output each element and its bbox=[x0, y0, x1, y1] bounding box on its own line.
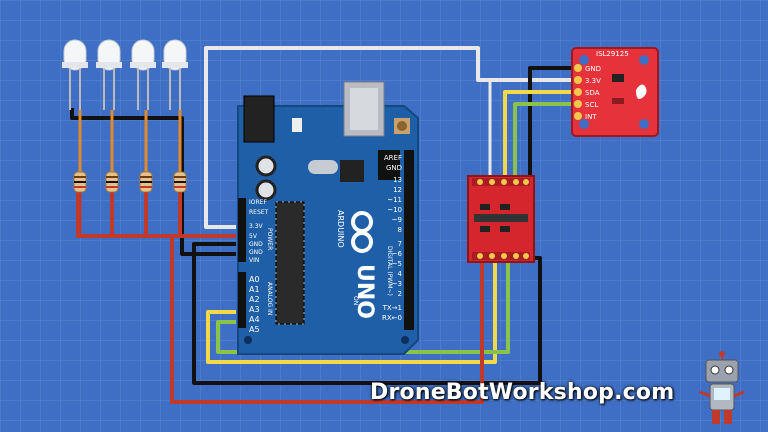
pin-d11: ~11 bbox=[387, 196, 402, 204]
pin-a5: A5 bbox=[249, 325, 260, 334]
pin-gnd-1: GND bbox=[249, 241, 263, 248]
power-pin-labels: IOREF RESET 3.3V 5V GND GND VIN bbox=[249, 199, 269, 264]
sensor-name: ISL29125 bbox=[596, 50, 629, 58]
digital-header bbox=[404, 150, 414, 330]
pin-5v: 5V bbox=[249, 233, 258, 240]
analog-header bbox=[238, 272, 246, 328]
icsp-header bbox=[378, 150, 400, 180]
capacitor-1 bbox=[255, 155, 277, 177]
led-group bbox=[62, 39, 188, 110]
pin-d5: ~5 bbox=[392, 260, 402, 268]
crystal bbox=[308, 160, 338, 174]
pin-vin: VIN bbox=[249, 257, 259, 264]
pin-d-gnd: GND bbox=[386, 164, 402, 172]
resistor-3 bbox=[139, 171, 153, 193]
usb-chip bbox=[340, 160, 364, 182]
pin-aref: AREF bbox=[384, 154, 402, 162]
pin-d13: 13 bbox=[393, 176, 402, 184]
resistors bbox=[73, 171, 187, 193]
pin-reset: RESET bbox=[249, 209, 269, 216]
analog-header-label: ANALOG IN bbox=[266, 282, 273, 315]
sensor-pin-scl: SCL bbox=[585, 101, 598, 109]
level-shifter bbox=[467, 175, 535, 263]
capacitor-2 bbox=[255, 179, 277, 201]
on-label: ON bbox=[352, 296, 359, 305]
robot-mascot-icon bbox=[699, 351, 745, 424]
sensor-pin-labels: GND 3.3V SDA SCL INT bbox=[585, 65, 601, 121]
atmega-chip bbox=[275, 201, 305, 325]
pin-ioref: IOREF bbox=[249, 199, 267, 206]
wire-white-shifter bbox=[478, 78, 492, 178]
dc-jack bbox=[243, 95, 275, 143]
sensor-pins bbox=[574, 64, 582, 120]
pin-d2: 2 bbox=[398, 290, 402, 298]
wire-5v-red-low bbox=[170, 234, 484, 404]
led-1 bbox=[62, 39, 88, 110]
isl29125-sensor: ISL29125 GND 3.3V SDA SCL INT bbox=[571, 47, 659, 137]
led-3 bbox=[130, 39, 156, 110]
pin-a0: A0 bbox=[249, 275, 260, 284]
wire-scl-green-low bbox=[216, 258, 510, 354]
wire-sda-yellow bbox=[503, 90, 578, 178]
pin-d4: 4 bbox=[398, 270, 403, 278]
power-header-label: POWER bbox=[266, 228, 273, 250]
pin-d7: 7 bbox=[398, 240, 402, 248]
wire-sda-yellow-low bbox=[206, 258, 497, 364]
arduino-logo bbox=[351, 211, 373, 253]
wire-3v3-white bbox=[204, 46, 578, 229]
wire-scl-green bbox=[513, 102, 578, 178]
led-anode-wires bbox=[78, 110, 182, 175]
arduino-board: UNO ARDUINO ON IOREF RESET 3.3V 5V GND G… bbox=[237, 81, 419, 355]
resistor-leads bbox=[78, 192, 182, 236]
sensor-pin-3v3: 3.3V bbox=[585, 77, 601, 85]
wire-gnd-black bbox=[192, 66, 578, 385]
led-2 bbox=[96, 39, 122, 110]
pin-a4: A4 bbox=[249, 315, 260, 324]
pin-a1: A1 bbox=[249, 285, 260, 294]
pin-d3: ~3 bbox=[392, 280, 402, 288]
resistor-4 bbox=[173, 171, 187, 193]
led-4 bbox=[162, 39, 188, 110]
arduino-brand: ARDUINO bbox=[336, 210, 345, 248]
resistor-2 bbox=[105, 171, 119, 193]
uno-label: UNO bbox=[352, 264, 377, 319]
pin-d10: ~10 bbox=[387, 206, 402, 214]
digital-pin-labels: AREF GND 13 12 ~11 ~10 ~9 8 7 ~6 ~5 4 ~3… bbox=[382, 154, 403, 322]
pin-d1: TX→1 bbox=[382, 304, 402, 312]
brand-watermark: DroneBotWorkshop.com bbox=[370, 380, 675, 405]
pin-3v3: 3.3V bbox=[249, 223, 264, 230]
power-header bbox=[238, 198, 246, 262]
pin-d12: 12 bbox=[393, 186, 402, 194]
pin-a3: A3 bbox=[249, 305, 260, 314]
sensor-pin-gnd: GND bbox=[585, 65, 601, 73]
pin-d0: RX←0 bbox=[382, 314, 402, 322]
pin-a2: A2 bbox=[249, 295, 260, 304]
resistor-1 bbox=[73, 171, 87, 193]
sensor-pin-int: INT bbox=[585, 113, 597, 121]
pin-gnd-2: GND bbox=[249, 249, 263, 256]
sensor-pin-sda: SDA bbox=[585, 89, 600, 97]
pin-d9: ~9 bbox=[392, 216, 402, 224]
pin-d6: ~6 bbox=[392, 250, 403, 258]
pin-d8: 8 bbox=[398, 226, 402, 234]
analog-pin-labels: A0 A1 A2 A3 A4 A5 bbox=[249, 275, 260, 334]
digital-header-label: DIGITAL (PWM~) bbox=[386, 246, 393, 296]
